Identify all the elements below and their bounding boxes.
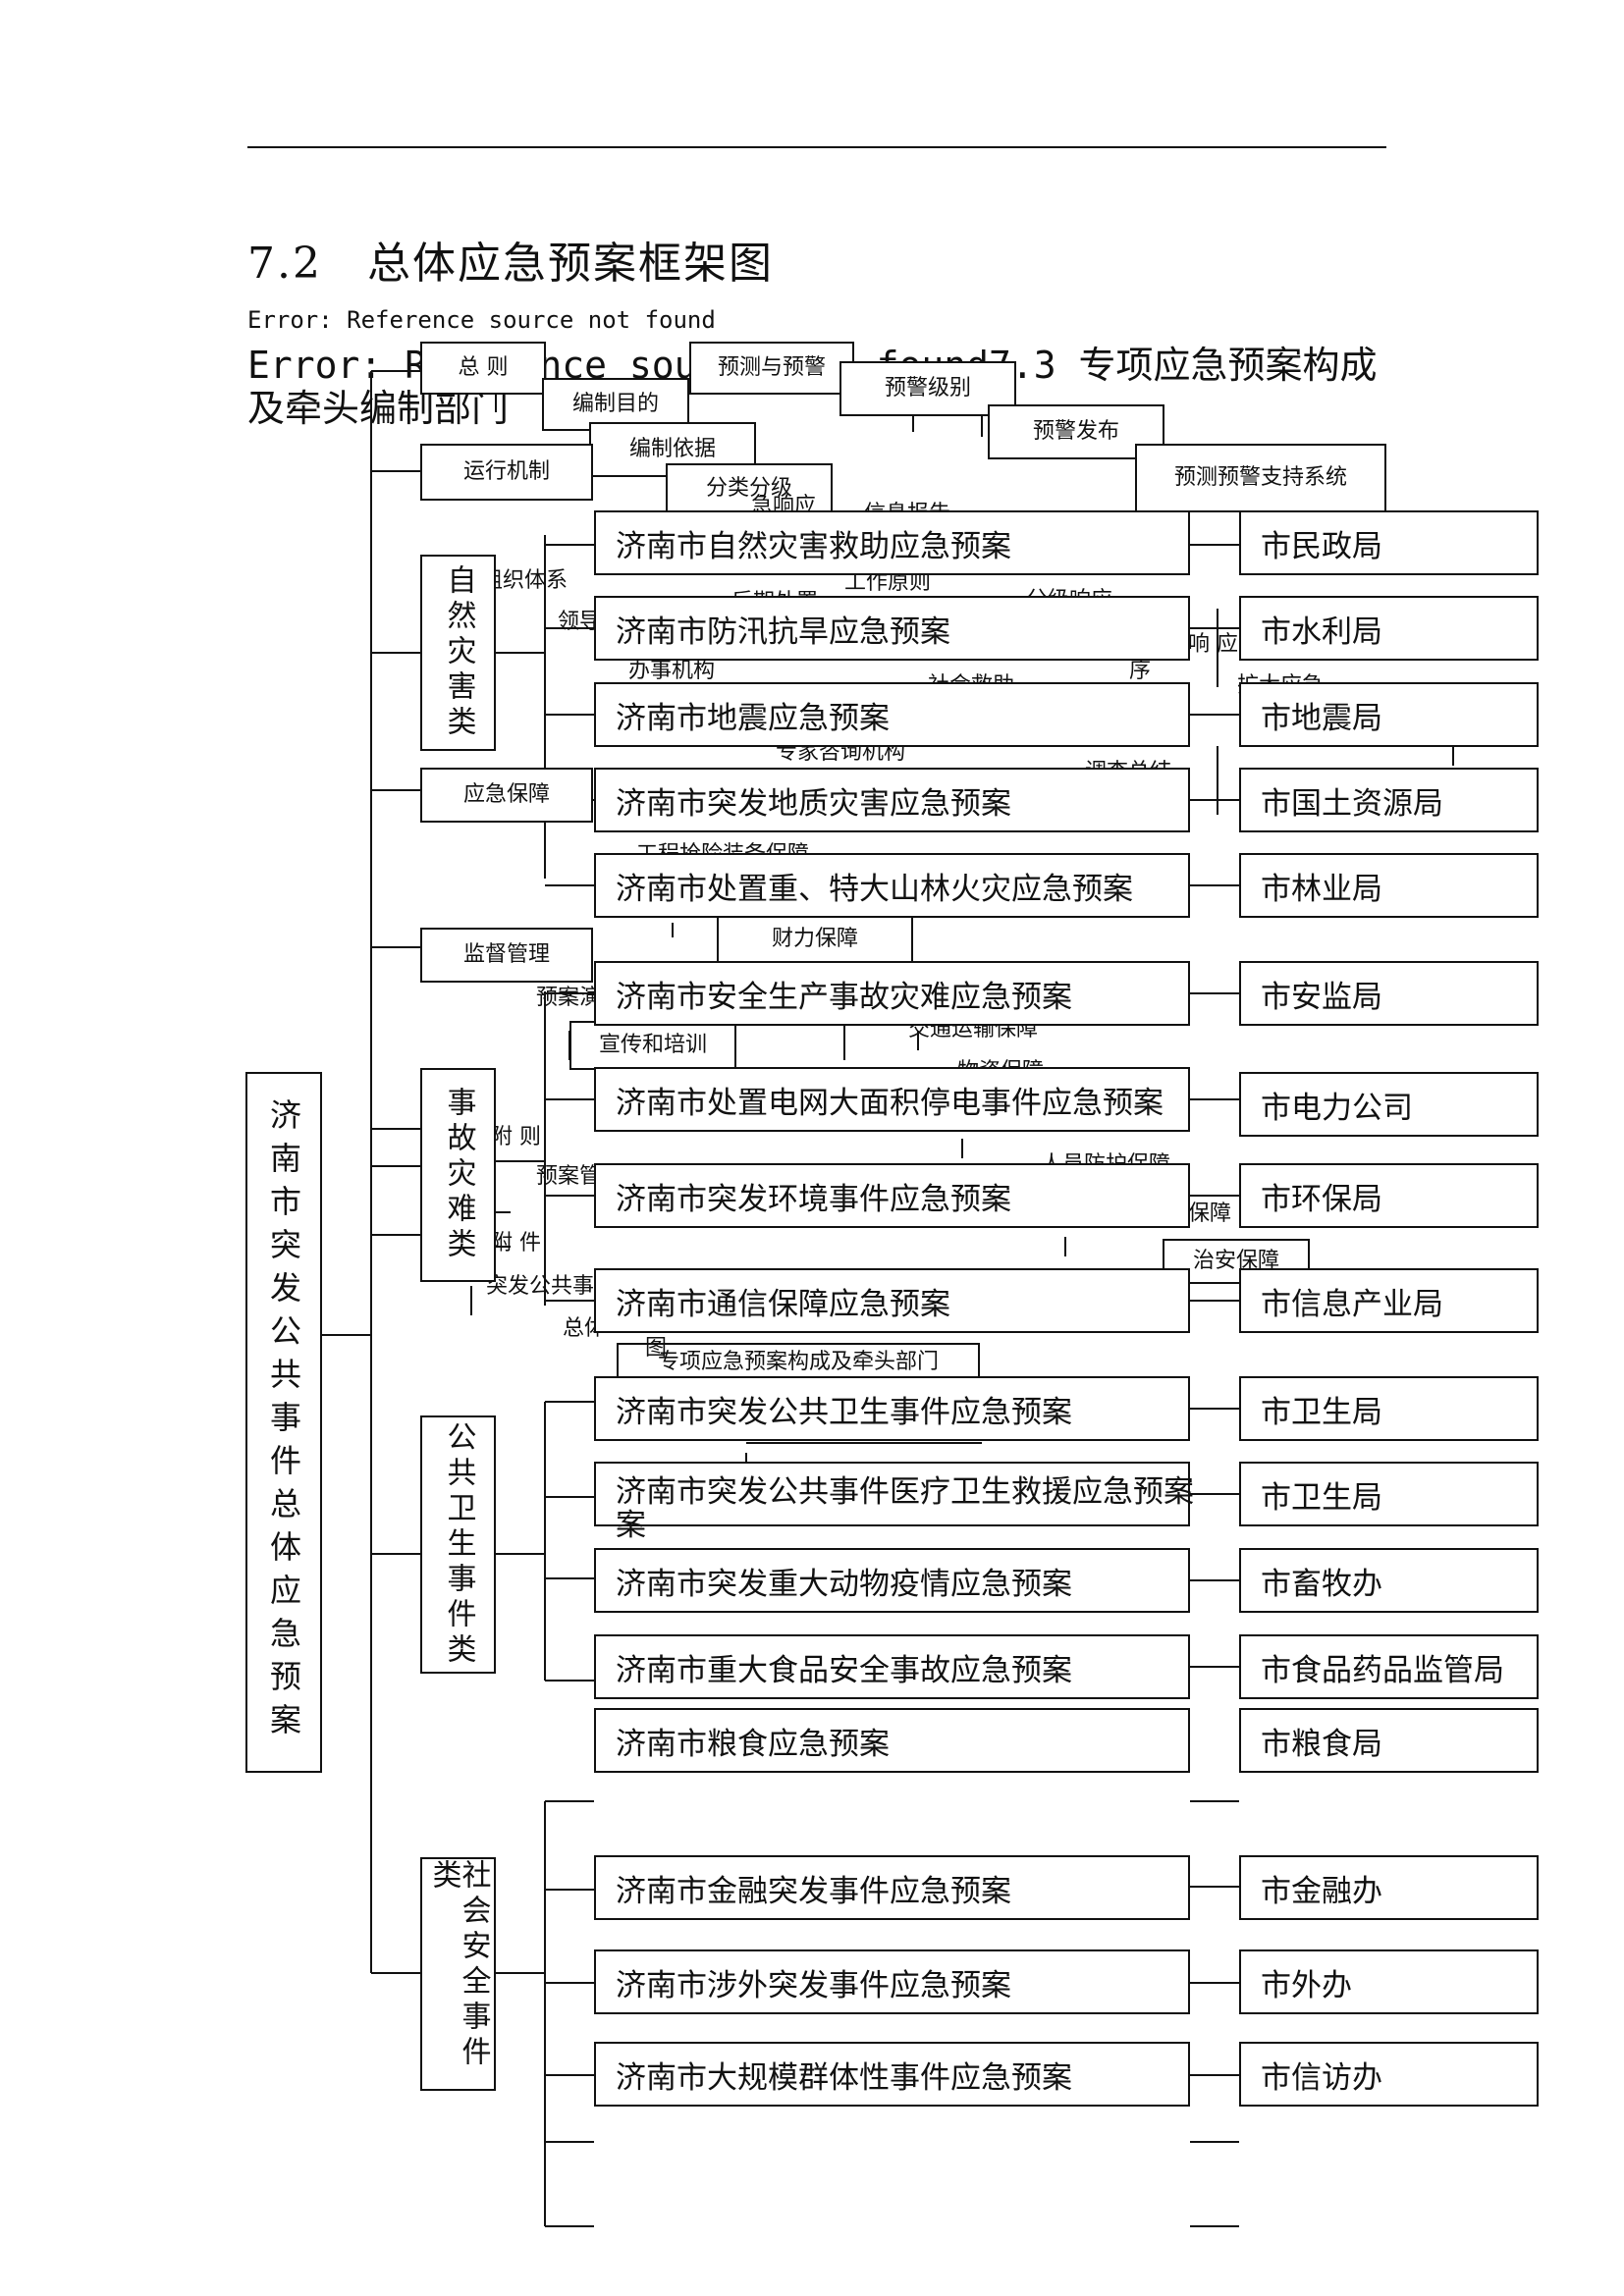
plan-box: 济南市重大食品安全事故应急预案	[594, 1634, 1190, 1699]
dept-box: 市金融办	[1239, 1855, 1539, 1920]
plan-box: 济南市突发公共事件医疗卫生救援应急预案 案	[594, 1462, 1194, 1542]
dept-box: 市外办	[1239, 1949, 1539, 2014]
dept-box: 市安监局	[1239, 961, 1539, 1026]
plan-box: 济南市金融突发事件应急预案	[594, 1855, 1190, 1920]
dept-box: 市畜牧办	[1239, 1548, 1539, 1613]
fragment-text: 领导	[558, 610, 602, 634]
plan-box: 济南市突发公共卫生事件应急预案	[594, 1376, 1190, 1441]
plan-box: 济南市自然灾害救助应急预案	[594, 510, 1190, 575]
fragment-text: 办事机构	[628, 659, 716, 683]
dept-box: 市信息产业局	[1239, 1268, 1539, 1333]
plan-box: 济南市粮食应急预案	[594, 1708, 1190, 1773]
forecast-warning-box: 预测与预警	[689, 342, 854, 395]
category-natural-disaster: 自然灾害类	[420, 555, 496, 751]
plan-box: 济南市突发环境事件应急预案	[594, 1163, 1190, 1228]
plan-box: 济南市突发地质灾害应急预案	[594, 768, 1190, 832]
dept-box: 市信访办	[1239, 2042, 1539, 2107]
plan-box: 济南市突发重大动物疫情应急预案	[594, 1548, 1190, 1613]
plan-box: 济南市涉外突发事件应急预案	[594, 1949, 1190, 2014]
dept-box: 市电力公司	[1239, 1072, 1539, 1137]
category-public-health: 公共卫生事件类	[420, 1415, 496, 1674]
category-accident-disaster: 事故灾难类	[420, 1068, 496, 1282]
emergency-support-box: 应急保障	[420, 768, 593, 823]
dept-box: 市民政局	[1239, 510, 1539, 575]
plan-label: 济南市突发公共事件医疗卫生救援应急预案	[616, 1474, 1194, 1510]
error-reference-1: Error: Reference source not found	[247, 306, 716, 334]
dept-box: 市卫生局	[1239, 1462, 1539, 1526]
category-social-security: 社会安全事件类	[420, 1857, 496, 2091]
finance-support-box: 财力保障	[717, 915, 913, 964]
dept-box: 市地震局	[1239, 682, 1539, 747]
header-rule	[247, 146, 1386, 148]
plan-box: 济南市地震应急预案	[594, 682, 1190, 747]
plan-box: 济南市处置电网大面积停电事件应急预案	[594, 1067, 1190, 1132]
warning-level-box: 预警级别	[839, 361, 1016, 416]
plan-box: 济南市通信保障应急预案	[594, 1268, 1190, 1333]
operation-mechanism-box: 运行机制	[420, 444, 593, 501]
dept-box: 市国土资源局	[1239, 768, 1539, 832]
fragment-text: 预案演	[536, 986, 602, 1010]
warning-support-system-box: 预测预警支持系统	[1135, 444, 1386, 512]
fragment-text: 附 件	[491, 1231, 541, 1255]
general-principles-box: 总 则	[420, 342, 546, 395]
plan-box: 济南市大规模群体性事件应急预案	[594, 2042, 1190, 2107]
fragment-text: 预案管	[536, 1164, 602, 1189]
plan-label-overflow: 案	[616, 1508, 646, 1543]
fragment-text: 响 应	[1188, 632, 1238, 657]
supervision-box: 监督管理	[420, 928, 593, 983]
dept-box: 市环保局	[1239, 1163, 1539, 1228]
root-overall-plan: 济南市突发公共事件总体应急预案	[245, 1072, 322, 1773]
plan-box: 济南市处置重、特大山林火灾应急预案	[594, 853, 1190, 918]
section-heading: 7.2 总体应急预案框架图	[247, 239, 774, 289]
dept-box: 市粮食局	[1239, 1708, 1539, 1773]
dept-box: 市卫生局	[1239, 1376, 1539, 1441]
fragment-text: 图	[645, 1336, 668, 1361]
dept-box: 市水利局	[1239, 596, 1539, 661]
publicity-training-box: 宣传和培训	[569, 1021, 736, 1070]
fragment-text: 突发公共事	[486, 1274, 595, 1299]
plan-box: 济南市安全生产事故灾难应急预案	[594, 961, 1190, 1026]
classification-box: 分类分级	[666, 463, 833, 514]
fragment-text: 保障	[1188, 1201, 1232, 1226]
fragment-text: 序	[1129, 659, 1152, 683]
dept-box: 市食品药品监管局	[1239, 1634, 1539, 1699]
fragment-text: 附 则	[491, 1125, 541, 1149]
plan-box: 济南市防汛抗旱应急预案	[594, 596, 1190, 661]
dept-box: 市林业局	[1239, 853, 1539, 918]
